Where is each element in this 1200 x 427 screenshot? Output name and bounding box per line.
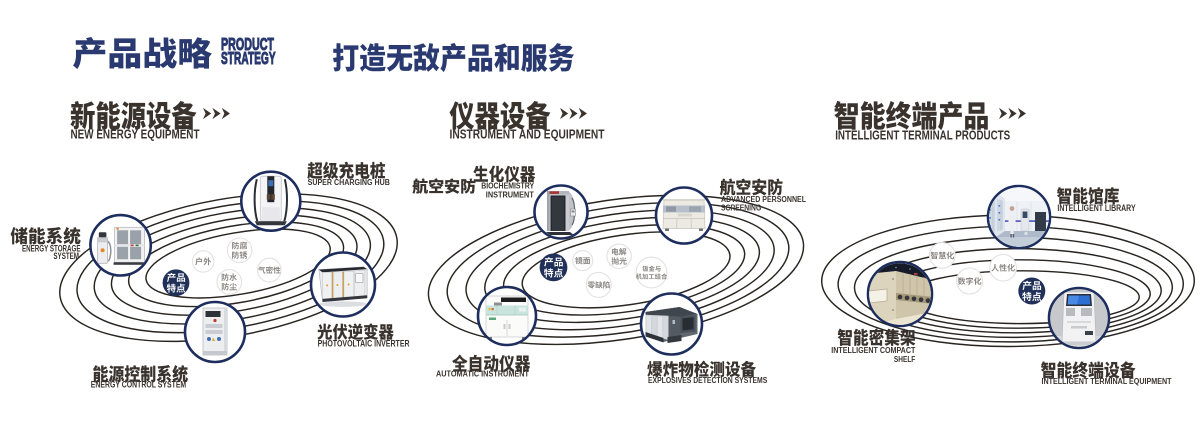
svg-text:SYSTEM: SYSTEM (53, 251, 79, 261)
svg-text:INSTRUMENT AND EQUIPMENT: INSTRUMENT AND EQUIPMENT (450, 127, 605, 142)
svg-text:PHOTOVOLTAIC INVERTER: PHOTOVOLTAIC INVERTER (318, 338, 410, 348)
svg-text:SHELF: SHELF (894, 354, 915, 364)
svg-text:ENERGY CONTROL SYSTEM: ENERGY CONTROL SYSTEM (91, 380, 187, 390)
svg-text:SCREENING: SCREENING (721, 204, 761, 213)
svg-text:NEW ENERGY EQUIPMENT: NEW ENERGY EQUIPMENT (71, 127, 200, 142)
svg-text:EXPLOSIVES DETECTION SYSTEMS: EXPLOSIVES DETECTION SYSTEMS (648, 376, 768, 385)
svg-text:STRATEGY: STRATEGY (221, 49, 276, 69)
svg-text:BIOCHEMISTRY: BIOCHEMISTRY (481, 181, 534, 190)
svg-text:AUTOMATIC INSTRUMENT: AUTOMATIC INSTRUMENT (436, 369, 530, 379)
svg-text:INTELLIGENT LIBRARY: INTELLIGENT LIBRARY (1057, 203, 1136, 213)
svg-text:INTELLIGENT TERMINAL EQUIPMENT: INTELLIGENT TERMINAL EQUIPMENT (1042, 376, 1173, 386)
svg-text:INSTRUMENT: INSTRUMENT (486, 190, 534, 199)
svg-text:SUPER CHARGING HUB: SUPER CHARGING HUB (308, 177, 390, 187)
svg-text:INTELLIGENT TERMINAL PRODUCTS: INTELLIGENT TERMINAL PRODUCTS (835, 128, 1010, 143)
